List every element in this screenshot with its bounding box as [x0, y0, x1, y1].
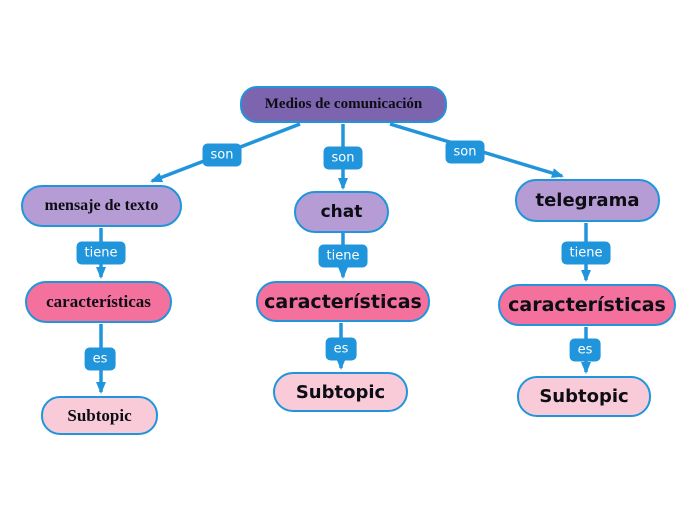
topic-node-mensaje-de-texto[interactable]: mensaje de texto [21, 185, 182, 227]
connector-label-tiene-right[interactable]: tiene [561, 241, 611, 265]
connector-label-es-middle[interactable]: es [325, 337, 357, 361]
mid-node-caracteristicas-middle[interactable]: características [256, 281, 430, 322]
topic-node-chat[interactable]: chat [294, 191, 389, 233]
connector-label-es-left[interactable]: es [84, 347, 116, 371]
topic-node-telegrama[interactable]: telegrama [515, 179, 660, 222]
mid-node-caracteristicas-right[interactable]: características [498, 284, 676, 326]
connector-label-son-left[interactable]: son [202, 143, 242, 167]
connector-label-es-right[interactable]: es [569, 338, 601, 362]
connector-label-son-right[interactable]: son [445, 140, 485, 164]
root-node-medios-de-comunicacion[interactable]: Medios de comunicación [240, 86, 447, 123]
leaf-node-subtopic-middle[interactable]: Subtopic [273, 372, 408, 412]
connector-label-tiene-middle[interactable]: tiene [318, 244, 368, 268]
connector-label-son-middle[interactable]: son [323, 146, 363, 170]
mid-node-caracteristicas-left[interactable]: características [25, 281, 172, 323]
leaf-node-subtopic-left[interactable]: Subtopic [41, 396, 158, 435]
leaf-node-subtopic-right[interactable]: Subtopic [517, 376, 651, 417]
connector-label-tiene-left[interactable]: tiene [76, 241, 126, 265]
